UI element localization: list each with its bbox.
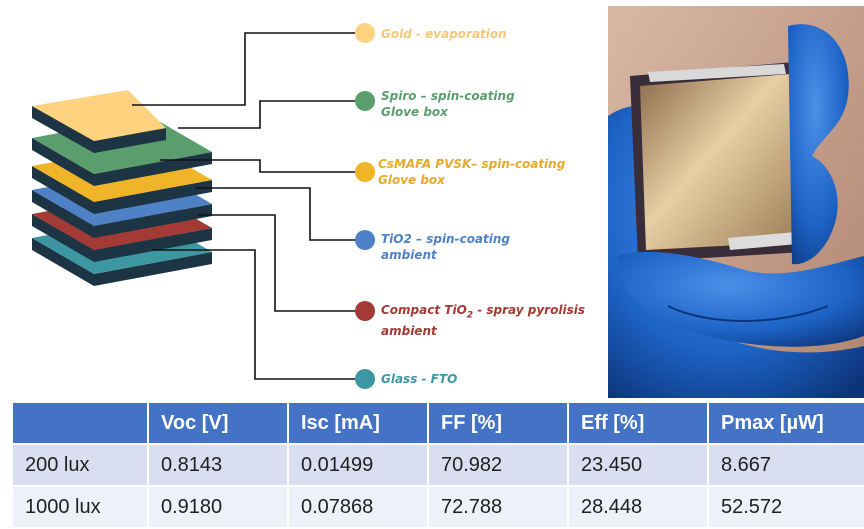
label-compact-tio2: Compact TiO2 - spray pyrolisis ambient — [381, 302, 585, 339]
connector-compact-tio2 — [198, 214, 356, 312]
label-tio2-line2: ambient — [381, 248, 437, 262]
header-isc: Isc [mA] — [287, 401, 429, 445]
table-row: 200 lux 0.8143 0.01499 70.982 23.450 8.6… — [11, 443, 864, 487]
dot-compact-tio2 — [355, 301, 375, 321]
connector-perovskite — [160, 159, 356, 173]
table-header-row: Voc [V] Isc [mA] FF [%] Eff [%] Pmax [µW… — [11, 401, 864, 445]
header-pmax: Pmax [µW] — [707, 401, 864, 445]
connector-spiro — [178, 100, 356, 129]
label-perovskite-line1: CsMAFA PVSK– spin-coating — [378, 157, 566, 171]
dot-tio2 — [355, 230, 375, 250]
label-spiro: Spiro – spin-coating Glove box — [381, 88, 515, 120]
cell-pmax: 52.572 — [707, 485, 864, 529]
label-glass-line1: Glass - FTO — [381, 372, 458, 386]
header-voc: Voc [V] — [147, 401, 289, 445]
layer-stack-diagram — [32, 23, 375, 389]
label-perovskite: CsMAFA PVSK– spin-coating Glove box — [378, 156, 565, 188]
cell-pmax: 8.667 — [707, 443, 864, 487]
header-eff: Eff [%] — [567, 401, 709, 445]
cell-isc: 0.07868 — [287, 485, 429, 529]
cell-voc: 0.9180 — [147, 485, 289, 529]
row-label: 200 lux — [11, 443, 149, 487]
header-ff: FF [%] — [427, 401, 569, 445]
label-glass: Glass - FTO — [381, 371, 457, 387]
dot-perovskite — [355, 162, 375, 182]
table-row: 1000 lux 0.9180 0.07868 72.788 28.448 52… — [11, 485, 864, 529]
label-compact-tio2-line2: ambient — [381, 324, 437, 339]
connector-lines — [132, 32, 356, 380]
cell-eff: 28.448 — [567, 485, 709, 529]
cell-isc: 0.01499 — [287, 443, 429, 487]
layer-gold — [32, 90, 166, 153]
row-label: 1000 lux — [11, 485, 149, 529]
cell-ff: 70.982 — [427, 443, 569, 487]
label-spiro-line1: Spiro – spin-coating — [381, 89, 515, 103]
connector-tio2 — [195, 187, 356, 241]
connector-glass — [152, 249, 356, 380]
dot-spiro — [355, 91, 375, 111]
label-gold-line1: Gold - evaporation — [381, 27, 507, 41]
dot-glass — [355, 369, 375, 389]
label-gold: Gold - evaporation — [381, 26, 507, 42]
cell-eff: 23.450 — [567, 443, 709, 487]
header-corner — [11, 401, 149, 445]
connector-gold — [132, 32, 356, 106]
label-spiro-line2: Glove box — [381, 105, 448, 119]
results-table: Voc [V] Isc [mA] FF [%] Eff [%] Pmax [µW… — [11, 401, 864, 529]
dot-gold — [355, 23, 375, 43]
device-photo-illustration — [608, 6, 864, 398]
subscript-2: 2 — [466, 310, 474, 321]
cell-voc: 0.8143 — [147, 443, 289, 487]
device-photo — [608, 6, 864, 398]
label-tio2-line1: TiO2 – spin-coating — [381, 232, 511, 246]
cell-ff: 72.788 — [427, 485, 569, 529]
label-compact-tio2-line1: Compact TiO2 - spray pyrolisis — [381, 303, 585, 321]
label-perovskite-line2: Glove box — [378, 173, 445, 187]
label-tio2: TiO2 – spin-coating ambient — [381, 231, 510, 263]
